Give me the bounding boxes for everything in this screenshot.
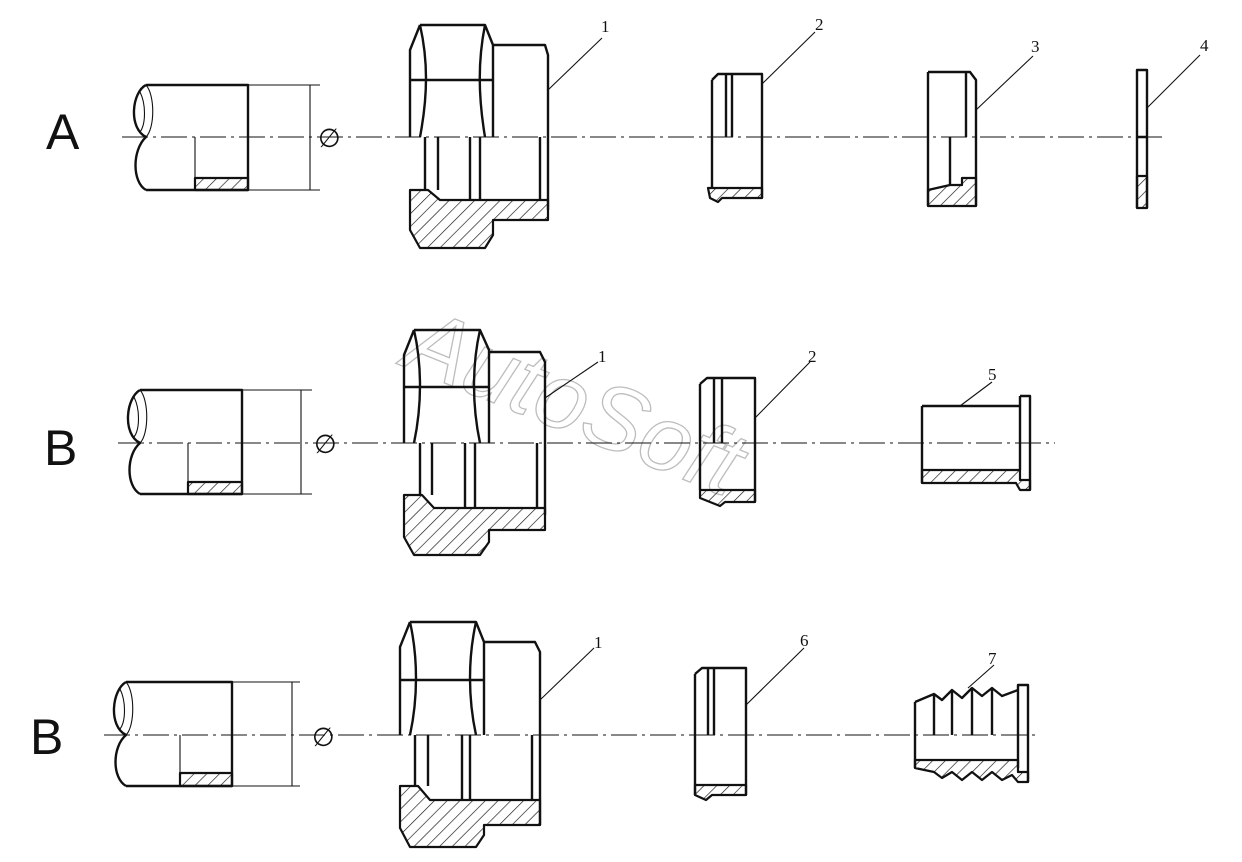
row-a-callout-1: 1 <box>601 17 610 36</box>
row-a: A ∅ <box>46 15 1209 250</box>
row-c-callout-1-leader <box>539 647 595 701</box>
watermark: AutoSoft <box>388 287 761 517</box>
row-c-callout-6: 6 <box>800 631 809 650</box>
row-c-callout-1: 1 <box>594 633 603 652</box>
row-b-callout-2-leader <box>754 361 811 419</box>
row-b-diameter-symbol: ∅ <box>314 430 337 460</box>
row-b: B ∅ <box>44 328 1055 557</box>
row-a-callout-4-leader <box>1146 54 1201 109</box>
row-c-union-nut <box>398 620 542 849</box>
row-b-callout-1-leader <box>544 361 599 399</box>
row-a-callout-2-leader <box>761 31 816 85</box>
row-a-callout-1-leader <box>547 37 603 91</box>
row-b-sleeve <box>920 394 1032 492</box>
row-c-pipe <box>112 680 234 788</box>
row-b-pipe <box>126 388 244 496</box>
row-a-pipe <box>132 83 250 192</box>
row-c-ferrule <box>693 666 748 802</box>
row-c-diameter-symbol: ∅ <box>312 723 335 753</box>
row-b-diameter-dimension: ∅ <box>242 389 337 495</box>
row-c-barbed-insert <box>913 683 1030 784</box>
row-b-callout-5-leader <box>959 381 993 407</box>
row-c-letter: B <box>30 709 63 765</box>
row-a-callout-3-leader <box>975 55 1034 111</box>
row-b-callout-1: 1 <box>598 347 607 366</box>
row-a-diameter-dimension: ∅ <box>248 84 341 191</box>
row-c-callout-7: 7 <box>988 649 997 668</box>
row-c-callout-6-leader <box>745 647 805 706</box>
row-a-letter: A <box>46 104 80 160</box>
row-a-union-nut <box>408 23 550 250</box>
row-c-callout-7-leader <box>967 664 995 689</box>
row-a-callout-3: 3 <box>1031 37 1040 56</box>
row-b-ferrule <box>698 376 757 508</box>
row-b-callout-5: 5 <box>988 365 997 384</box>
row-b-callout-2: 2 <box>808 347 817 366</box>
row-a-diameter-symbol: ∅ <box>318 124 341 154</box>
row-c: B ∅ <box>30 620 1040 849</box>
row-c-diameter-dimension: ∅ <box>232 681 335 787</box>
row-b-union-nut <box>402 328 547 557</box>
row-a-sealing-ring <box>926 70 978 208</box>
row-a-callout-4: 4 <box>1200 36 1209 55</box>
row-a-washer <box>1135 68 1149 210</box>
row-b-letter: B <box>44 420 77 476</box>
row-a-ferrule <box>706 72 764 204</box>
row-a-callout-2: 2 <box>815 15 824 34</box>
